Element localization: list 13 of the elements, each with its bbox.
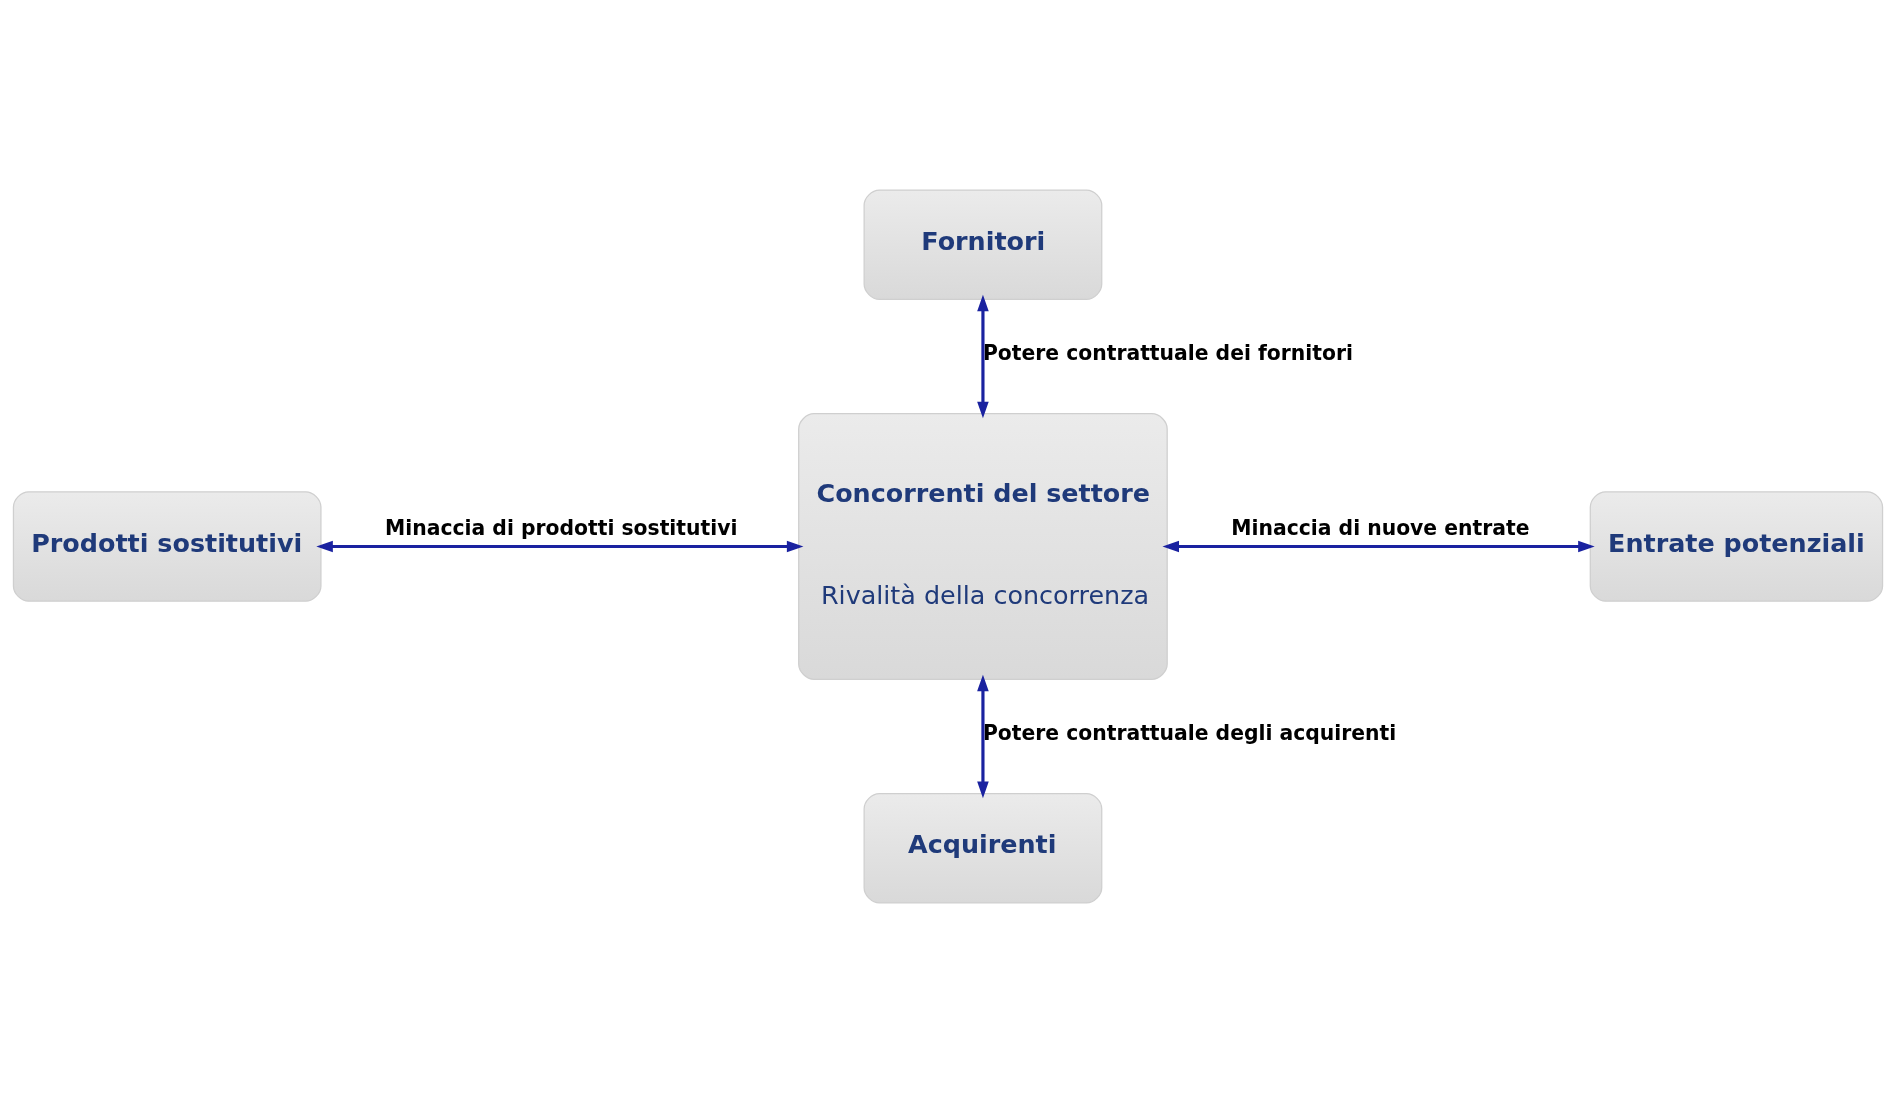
arrow (977, 674, 989, 799)
node-box: Entrate potenziali (1589, 491, 1884, 602)
arrow (977, 294, 989, 419)
edge-label: Potere contrattuale dei fornitori (982, 341, 1353, 366)
arrow (1162, 540, 1595, 553)
arrow (316, 540, 804, 553)
node-box: Concorrenti del settore Rivalità della concorrenza (798, 413, 1168, 680)
edge-label: Minaccia di prodotti sostitutivi (385, 515, 738, 540)
edge-label: Minaccia di nuove entrate (1231, 515, 1530, 540)
node-box: Fornitori (863, 189, 1103, 300)
node-box: Prodotti sostitutivi (12, 491, 322, 602)
edge-label: Potere contrattuale degli acquirenti (982, 721, 1397, 746)
node-box: Acquirenti (863, 793, 1103, 904)
